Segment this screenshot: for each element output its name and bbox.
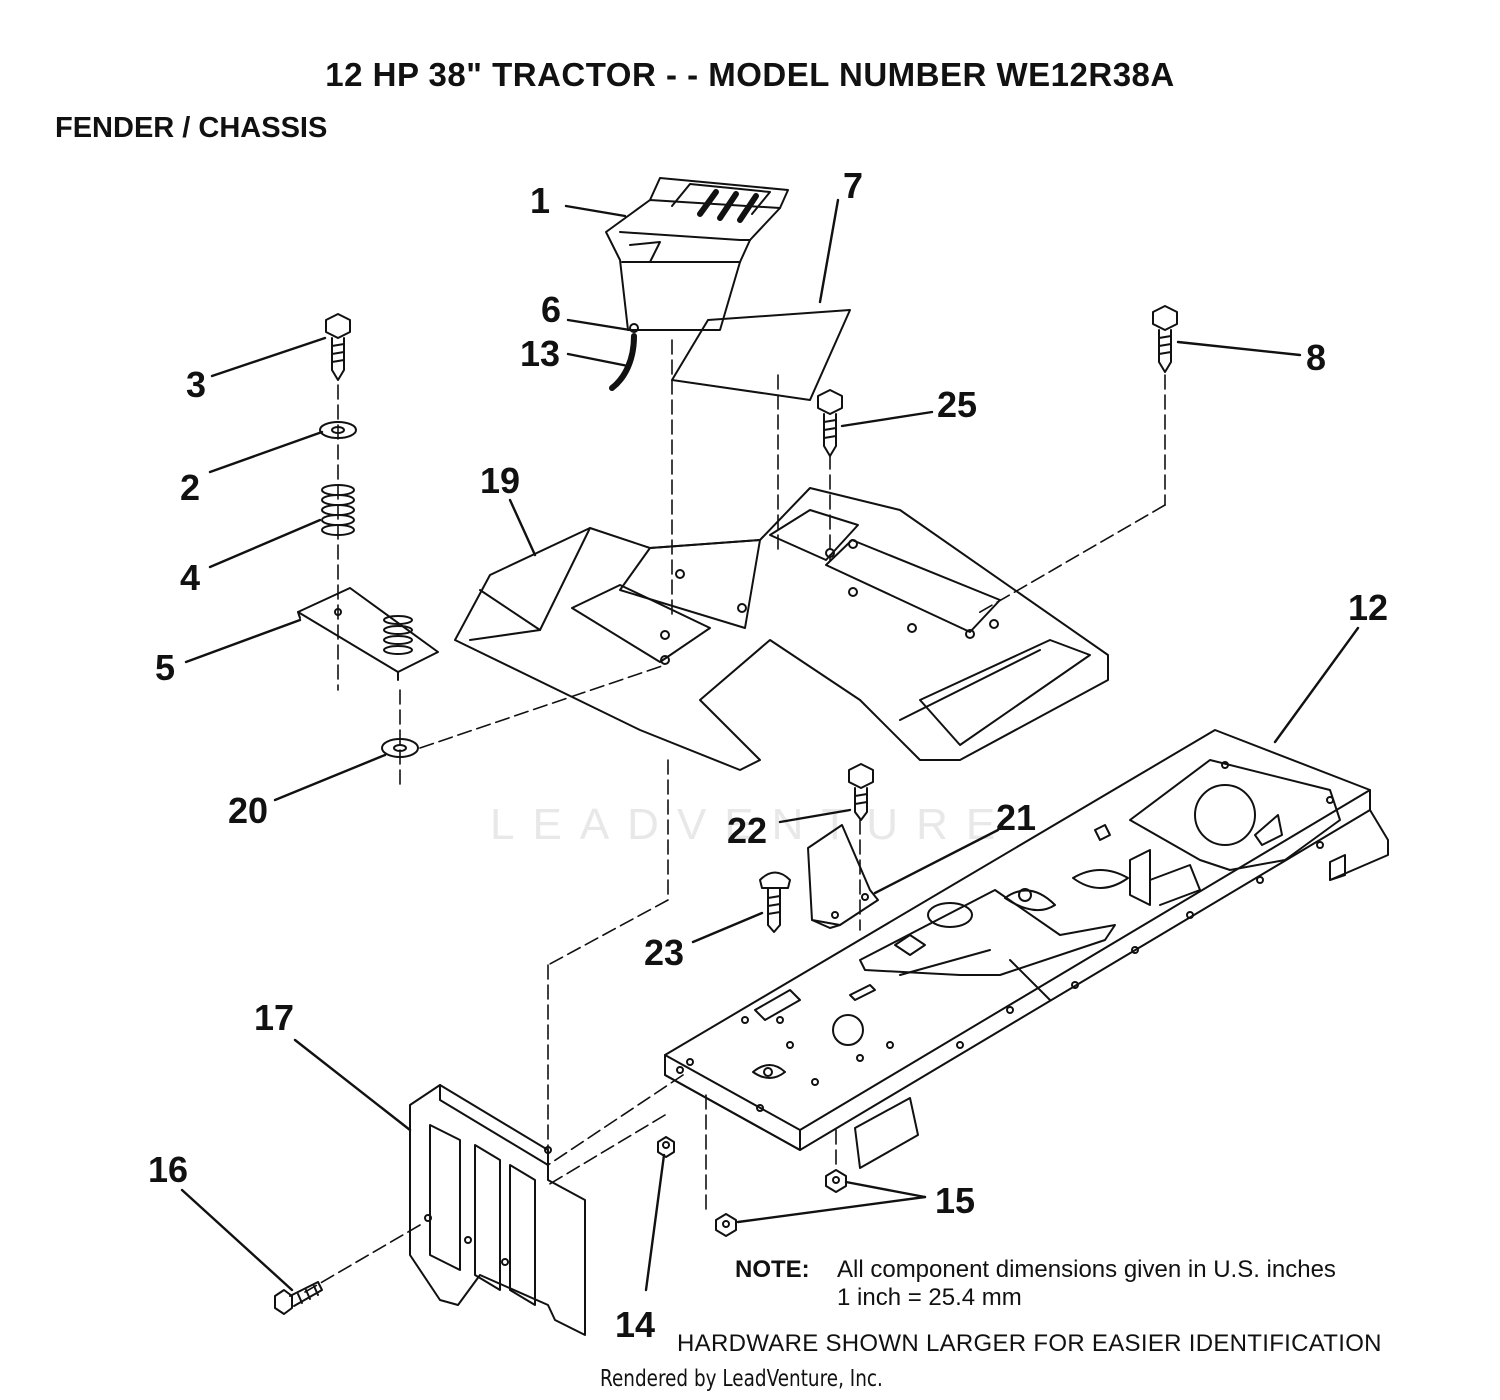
washer-20: [381, 738, 419, 758]
callout-25: 25: [937, 384, 977, 425]
battery-box: [605, 177, 789, 333]
callout-12: 12: [1348, 587, 1388, 628]
footer-credit: Rendered by LeadVenture, Inc.: [600, 1366, 883, 1392]
callout-2: 2: [180, 467, 200, 508]
callout-1: 1: [530, 180, 550, 221]
screw-3: [325, 313, 351, 381]
fender-19: [454, 487, 1109, 771]
washer-2: [319, 421, 357, 439]
callout-5: 5: [155, 647, 175, 688]
seat-bracket-5: [297, 587, 439, 681]
watermark: LEADVENTURE: [490, 800, 1014, 849]
screw-22: [848, 763, 874, 821]
bracket-plate-17: [409, 1084, 586, 1336]
nut-14: [657, 1136, 675, 1158]
drain-hose: [609, 333, 637, 391]
carriage-bolt-23: [759, 871, 791, 933]
diagram-title: 12 HP 38" TRACTOR - - MODEL NUMBER WE12R…: [325, 56, 1175, 93]
callout-3: 3: [186, 364, 206, 405]
callout-21: 21: [996, 797, 1036, 838]
diagram-subtitle: FENDER / CHASSIS: [55, 112, 328, 144]
callout-14: 14: [615, 1304, 655, 1345]
callout-8: 8: [1306, 337, 1326, 378]
callout-7: 7: [843, 165, 863, 206]
note-label: NOTE:: [735, 1256, 810, 1283]
battery-pad: [671, 309, 851, 401]
callout-20: 20: [228, 790, 268, 831]
note-line-1: All component dimensions given in U.S. i…: [837, 1256, 1336, 1283]
callout-23: 23: [644, 932, 684, 973]
chassis-frame-12: [664, 729, 1389, 1169]
screw-25: [817, 389, 843, 457]
callout-6: 6: [541, 289, 561, 330]
callout-15: 15: [935, 1180, 975, 1221]
nut-15a: [825, 1169, 847, 1193]
bracket-21: [807, 824, 879, 929]
callout-19: 19: [480, 460, 520, 501]
callout-16: 16: [148, 1149, 188, 1190]
note-line-2: 1 inch = 25.4 mm: [837, 1284, 1022, 1311]
washer-20-hole: [393, 744, 407, 752]
nut-15b: [715, 1213, 737, 1237]
washer-2-hole: [331, 426, 345, 434]
callout-4: 4: [180, 557, 200, 598]
callout-22: 22: [727, 810, 767, 851]
screw-8: [1152, 305, 1178, 373]
callout-13: 13: [520, 333, 560, 374]
spring-4: [321, 484, 355, 536]
bolt-16: [274, 1281, 323, 1315]
leader-lines: [180, 198, 1360, 1292]
callout-17: 17: [254, 997, 294, 1038]
hardware-note: HARDWARE SHOWN LARGER FOR EASIER IDENTIF…: [677, 1330, 1382, 1357]
